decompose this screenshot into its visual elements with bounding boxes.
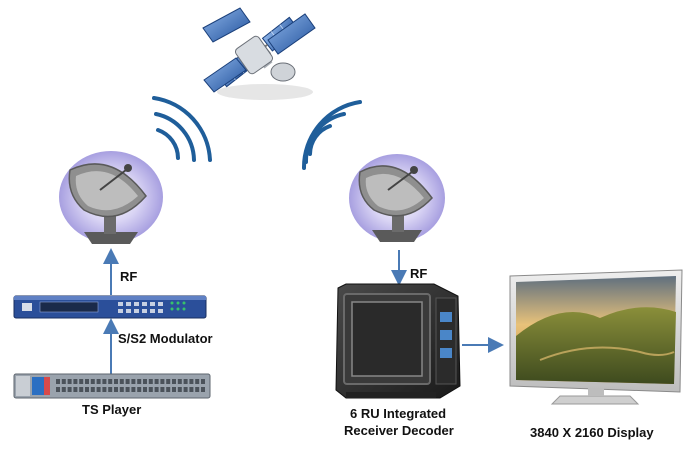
rack-port [125, 379, 130, 384]
rack-port [114, 387, 118, 392]
rack-port [160, 379, 165, 384]
rack-port [131, 387, 136, 392]
rack-port [61, 379, 66, 384]
rack-port [67, 379, 72, 384]
rack-port [154, 387, 159, 392]
rack-port [137, 387, 142, 392]
downlink-dish-icon [349, 154, 445, 242]
rack-port [102, 387, 107, 392]
rack-port [148, 379, 153, 384]
rack-port [79, 387, 84, 392]
rack-port [119, 379, 124, 384]
uplink-dish-icon [59, 151, 163, 244]
rack-port [160, 387, 165, 392]
downlink-rf-label: RF [410, 266, 427, 281]
rack-port [90, 379, 95, 384]
rack-port [166, 387, 171, 392]
rack-port [131, 379, 136, 384]
rack-port [166, 379, 171, 384]
rack-port [96, 387, 101, 392]
rack-port [56, 379, 60, 384]
rack-port [148, 387, 153, 392]
rack-port [143, 379, 147, 384]
display-label: 3840 X 2160 Display [530, 425, 654, 440]
uplink-rf-label: RF [120, 269, 137, 284]
satellite-icon [202, 7, 316, 100]
rack-port [85, 387, 89, 392]
rack-port [108, 379, 113, 384]
modulator-label: S/S2 Modulator [118, 331, 213, 346]
decoder-label-line2: Receiver Decoder [344, 423, 454, 438]
uplink-signal-waves [152, 96, 212, 162]
rack-port [96, 379, 101, 384]
rack-port [67, 387, 72, 392]
rack-port [172, 379, 176, 384]
rack-port [108, 387, 113, 392]
rack-port [183, 387, 188, 392]
flow-arrows [103, 248, 504, 374]
rack-port [177, 379, 182, 384]
rack-port [61, 387, 66, 392]
tv-display-icon [509, 269, 683, 405]
rack-port [73, 387, 78, 392]
rack-port [143, 387, 147, 392]
modulator-device-icon [13, 295, 207, 319]
downlink-signal-waves [301, 100, 362, 170]
rack-port [56, 387, 60, 392]
rack-port [85, 379, 89, 384]
ird-decoder-icon [335, 283, 461, 399]
rack-port [201, 387, 205, 392]
rack-port [172, 387, 176, 392]
rack-port [177, 387, 182, 392]
rack-port [125, 387, 130, 392]
ts-player-label: TS Player [82, 402, 141, 417]
rack-port [201, 379, 205, 384]
rack-port [189, 387, 194, 392]
rack-port [73, 379, 78, 384]
ts-player-device-icon [13, 373, 211, 399]
rack-port [79, 379, 84, 384]
rack-port [102, 379, 107, 384]
rack-port [189, 379, 194, 384]
rack-port [137, 379, 142, 384]
rack-port [195, 387, 200, 392]
rack-port [195, 379, 200, 384]
rack-port [183, 379, 188, 384]
rack-port [90, 387, 95, 392]
rack-port [154, 379, 159, 384]
rack-port [119, 387, 124, 392]
rack-port [114, 379, 118, 384]
decoder-label-line1: 6 RU Integrated [350, 406, 446, 421]
